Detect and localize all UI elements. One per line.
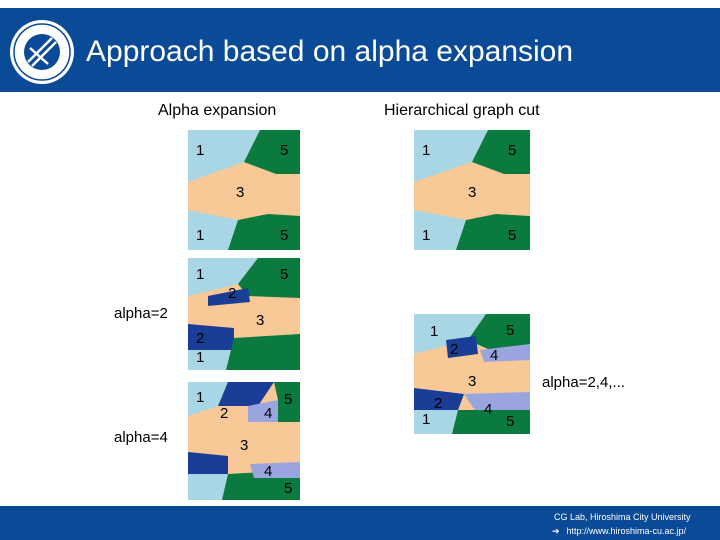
region-label: 1	[196, 349, 204, 366]
region-label: 2	[228, 285, 236, 302]
region-label: 1	[430, 323, 438, 340]
region-label: 3	[468, 184, 476, 201]
alpha-sequence-label: alpha=2,4,...	[542, 374, 625, 391]
arrow-right-icon: ➔	[552, 526, 560, 536]
slide-title: Approach based on alpha expansion	[86, 35, 574, 68]
region-label: 1	[196, 227, 204, 244]
region-label: 4	[264, 463, 272, 480]
hierarchical-final-panel: 1 5 2 4 3 2 1 4 5	[414, 314, 530, 434]
hierarchical-graph-cut-heading: Hierarchical graph cut	[384, 102, 540, 119]
region-label: 5	[280, 266, 288, 283]
slide-footer: CG Lab, Hiroshima City University ➔ http…	[0, 506, 720, 540]
region-label: 4	[264, 405, 272, 422]
region-label: 2	[196, 330, 204, 347]
region-label: 3	[256, 312, 264, 329]
region-label: 3	[468, 373, 476, 390]
region-label: 5	[506, 413, 514, 430]
alpha4-panel: 1 2 4 5 3 4 5	[188, 382, 300, 500]
region-label: 4	[490, 347, 498, 364]
region-label: 2	[220, 405, 228, 422]
region-label: 3	[236, 184, 244, 201]
region-label: 1	[422, 411, 430, 428]
region-label: 4	[484, 401, 492, 418]
region-label: 1	[196, 266, 204, 283]
region-label: 1	[422, 142, 430, 159]
region-label: 5	[284, 391, 292, 408]
region-label: 1	[196, 142, 204, 159]
region-label: 1	[422, 227, 430, 244]
region-label: 5	[280, 142, 288, 159]
footer-url-line: ➔ http://www.hiroshima-cu.ac.jp/	[552, 526, 686, 537]
hierarchical-initial-panel: 1 5 3 1 5	[414, 130, 530, 250]
region-label: 5	[284, 480, 292, 497]
region-label: 2	[450, 341, 458, 358]
university-logo-icon	[10, 20, 74, 84]
alpha-expansion-heading: Alpha expansion	[158, 102, 277, 119]
alpha4-label: alpha=4	[114, 429, 168, 446]
alpha2-label: alpha=2	[114, 305, 168, 322]
region-label: 2	[434, 395, 442, 412]
footer-lab-name: CG Lab, Hiroshima City University	[554, 512, 691, 522]
region-label: 5	[280, 227, 288, 244]
region-label: 5	[506, 322, 514, 339]
slide-header: Approach based on alpha expansion	[0, 8, 720, 92]
region-label: 3	[240, 437, 248, 454]
footer-url-link[interactable]: http://www.hiroshima-cu.ac.jp/	[566, 526, 687, 536]
region-label: 1	[196, 389, 204, 406]
initial-labeling-panel: 1 5 3 1 5	[188, 130, 300, 250]
region-label: 5	[508, 142, 516, 159]
region-label: 5	[508, 227, 516, 244]
alpha2-panel: 1 5 2 3 2 1	[188, 258, 300, 370]
